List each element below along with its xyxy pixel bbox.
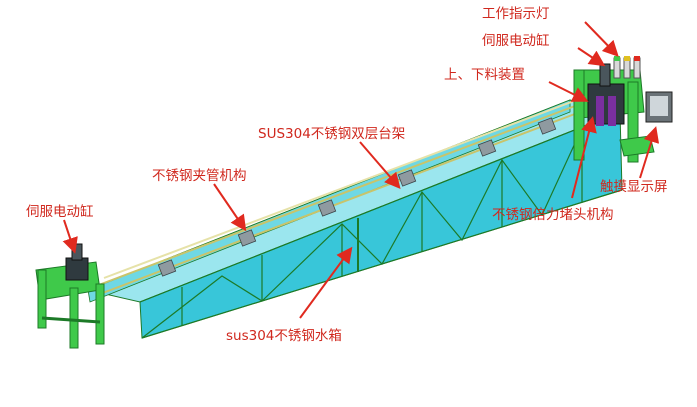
arrow-clamp xyxy=(213,183,247,232)
right-end-station xyxy=(573,56,673,163)
arrow-servo-left xyxy=(62,219,78,254)
label-frame: SUS304不锈钢双层台架 xyxy=(258,126,405,142)
label-touch-screen: 触摸显示屏 xyxy=(600,179,668,195)
pointer-arrows xyxy=(62,21,660,319)
label-load-unload: 上、下料装置 xyxy=(444,67,525,83)
label-plug-mechanism: 不锈钢倍力堵头机构 xyxy=(492,207,614,223)
label-servo-cylinder-top: 伺服电动缸 xyxy=(482,32,550,49)
water-tank-front xyxy=(139,111,623,339)
clamp-mechanisms xyxy=(157,117,557,277)
arrow-water-tank xyxy=(299,246,353,319)
arrow-servo-top xyxy=(577,47,606,67)
label-servo-cylinder-left: 伺服电动缸 xyxy=(26,203,94,220)
arrow-plug xyxy=(571,116,597,199)
label-clamp: 不锈钢夹管机构 xyxy=(152,168,247,184)
label-indicator-light: 工作指示灯 xyxy=(482,6,550,22)
arrow-indicator-light xyxy=(584,21,619,57)
double-layer-rails xyxy=(95,97,583,295)
arrow-touch-screen xyxy=(639,126,660,179)
frame-lattice xyxy=(139,111,623,339)
label-water-tank: sus304不锈钢水箱 xyxy=(226,328,342,344)
arrow-load-unload xyxy=(548,81,589,102)
arrow-frame xyxy=(359,141,401,190)
